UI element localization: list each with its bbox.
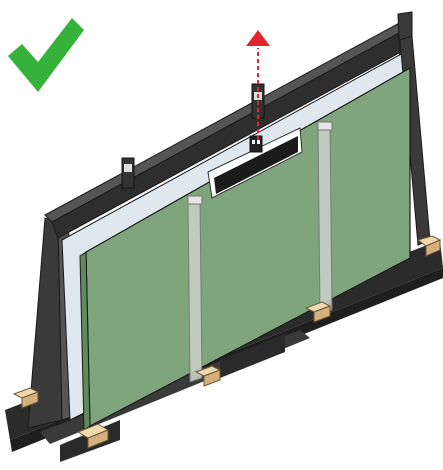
strap-left	[187, 195, 203, 383]
checkmark-icon	[8, 18, 84, 92]
wood-blocks	[12, 235, 442, 449]
top-clamp	[207, 127, 303, 199]
strap-right	[317, 121, 333, 315]
glass-panel-edge	[79, 251, 91, 431]
wood-block	[304, 301, 332, 323]
corner-post-left	[121, 157, 135, 189]
arrow-up-icon	[246, 30, 270, 140]
wood-block	[416, 235, 442, 257]
wood-block	[12, 387, 40, 409]
wood-block	[76, 423, 110, 449]
wood-block	[194, 365, 222, 387]
